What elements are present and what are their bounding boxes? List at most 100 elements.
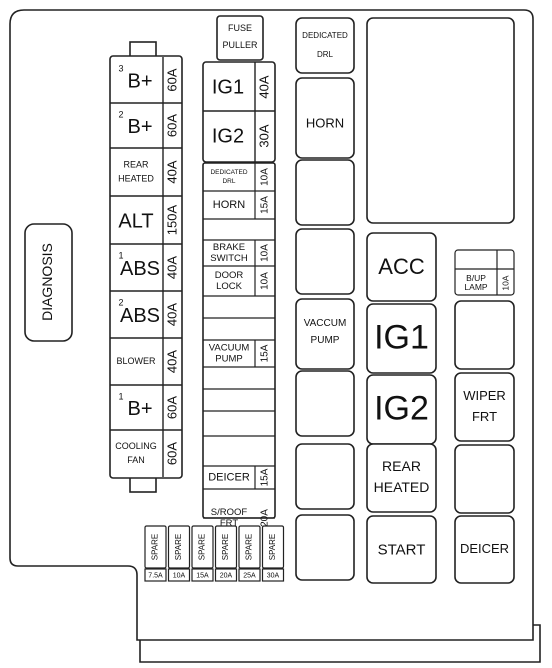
col4-relay-1-label: ACC: [378, 254, 425, 279]
col2-mini-fuse-2-rating: 15A: [260, 196, 271, 214]
spare-fuse-2-rating: 10A: [173, 572, 186, 579]
col1-fuse-6-index: 2: [118, 297, 123, 307]
spare-fuse-1-rating-box: [144, 568, 167, 582]
spare-fuse-2: [167, 525, 191, 569]
col4-relay-5: [366, 515, 437, 584]
diagnosis-label: DIAGNOSIS: [39, 243, 55, 321]
fuse-puller-label-2: PULLER: [222, 40, 258, 50]
col5-relay-3: [454, 444, 515, 514]
spare-fuse-2-label: SPARE: [174, 534, 183, 561]
col2-mini-fuse-15-name-1: S/ROOF: [211, 507, 248, 518]
bup-lamp-fuse: [454, 249, 515, 296]
col3-relay-1: [295, 17, 355, 74]
col3-relay-3: [295, 159, 355, 226]
col3-relay-1-label-2: DRL: [317, 50, 334, 59]
fuse-puller: [216, 15, 264, 61]
housing-lower-edge: [139, 624, 541, 663]
bup-lamp-rating: 10A: [500, 275, 510, 290]
col1-fuse-9-rating: 60A: [164, 442, 179, 465]
large-relay-slot: [366, 17, 515, 224]
col5-relay-4: [454, 515, 515, 584]
col2-large-fuse-2-rating: 30A: [256, 124, 271, 147]
col3-relay-8: [295, 514, 355, 581]
col1-fuse-8-name: B+: [127, 398, 152, 420]
col1-fuse-7-rating: 40A: [164, 350, 179, 373]
bup-lamp-label-1: B/UP: [466, 273, 486, 283]
col4-relay-3-label: IG2: [374, 389, 429, 427]
fuse-puller-label-1: FUSE: [228, 23, 252, 33]
col2-mini-fuse-8-name-1: VACUUM: [209, 343, 250, 354]
col1-fuse-9-name-2: FAN: [127, 455, 145, 465]
spare-fuse-5: [238, 525, 261, 569]
col3-relay-7: [295, 443, 355, 510]
col1-fuse-3-name-2: HEATED: [118, 173, 154, 183]
col3-relay-2: [295, 77, 355, 159]
spare-fuse-6: [261, 525, 285, 569]
bup-lamp-label-2: LAMP: [464, 282, 487, 292]
col1-fuse-1-name: B+: [127, 70, 152, 92]
col4-relay-4-label-2: HEATED: [374, 479, 430, 495]
spare-fuse-3: [191, 525, 214, 569]
spare-fuse-3-label: SPARE: [198, 534, 207, 561]
col2-mini-fuse-1-name-1: DEDICATED: [210, 169, 247, 176]
col3-relay-1-label-1: DEDICATED: [302, 31, 348, 40]
col3-relay-2-label-1: HORN: [306, 115, 344, 130]
col1-fuse-3-rating: 40A: [164, 160, 179, 183]
col5-relay-1: [454, 300, 515, 370]
col2-mini-fuse-8-rating: 15A: [260, 344, 271, 362]
col1-fuse-5-name: ABS: [120, 258, 160, 280]
col2-large-fuse-1-name: IG1: [212, 76, 244, 98]
col2-mini-fuse-8-name-2: PUMP: [215, 354, 242, 365]
col4-relay-2-label: IG1: [374, 318, 429, 356]
spare-fuse-4-label: SPARE: [221, 534, 230, 561]
col5-relay-2-label-2: FRT: [472, 409, 497, 424]
spare-fuse-2-rating-box: [167, 568, 191, 582]
col2-large-fuse-2-name: IG2: [212, 125, 244, 147]
col1-fuse-block: [109, 55, 183, 479]
col2-mini-fuse-4-name-1: BRAKE: [213, 242, 245, 253]
spare-fuse-3-rating: 15A: [196, 572, 209, 579]
col1-fuse-8-index: 1: [118, 391, 123, 401]
spare-fuse-5-rating: 25A: [243, 572, 256, 579]
col1-fuse-5-index: 1: [118, 250, 123, 260]
spare-fuses: SPARE7.5ASPARE10ASPARE15ASPARE20ASPARE25…: [144, 525, 285, 582]
spare-fuse-4-rating: 20A: [220, 572, 233, 579]
col1-fuse-2-rating: 60A: [164, 114, 179, 137]
col1-fuse-5-rating: 40A: [164, 256, 179, 279]
col2-mini-fuse-13-name-1: DEICER: [208, 471, 250, 483]
spare-fuse-5-rating-box: [238, 568, 261, 582]
col3-relay-5-label-2: PUMP: [311, 335, 340, 346]
col1-fuse-8-rating: 60A: [164, 396, 179, 419]
col1-fuse-1-index: 3: [118, 63, 123, 73]
col2-mini-fuse-1-name-2: DRL: [222, 178, 235, 185]
col2-mini-fuse-15-rating: 20A: [260, 509, 271, 527]
col4-relay-4-label-1: REAR: [382, 458, 421, 474]
col1-fuse-6-rating: 40A: [164, 303, 179, 326]
col1-fuse-3-name-1: REAR: [123, 159, 149, 169]
col1-fuse-4-name: ALT: [118, 210, 153, 232]
spare-fuse-4: [214, 525, 238, 569]
col3-relay-5: [295, 298, 355, 370]
spare-fuse-3-rating-box: [191, 568, 214, 582]
col2-mini-fuse-15-name-2: FRT: [220, 518, 238, 529]
col2-mini-fuse-4-rating: 10A: [260, 244, 271, 262]
col1-fuse-9-name-1: COOLING: [115, 441, 157, 451]
col1-fuse-1-rating: 60A: [164, 68, 179, 91]
col2-mini-fuse-5-rating: 10A: [260, 272, 271, 290]
spare-fuse-4-rating-box: [214, 568, 238, 582]
spare-fuse-1-label: SPARE: [151, 534, 160, 561]
col3-relay-5-label-1: VACCUM: [304, 318, 347, 329]
spare-fuse-6-rating-box: [261, 568, 285, 582]
spare-fuse-1: [144, 525, 167, 569]
col5-relay-4-label-1: DEICER: [460, 541, 509, 556]
spare-fuse-5-label: SPARE: [245, 534, 254, 561]
col3-relay-6: [295, 370, 355, 437]
col1-fuse-2-name: B+: [127, 116, 152, 138]
diagnosis-connector: [24, 223, 73, 342]
col4-relay-4: [366, 443, 437, 513]
